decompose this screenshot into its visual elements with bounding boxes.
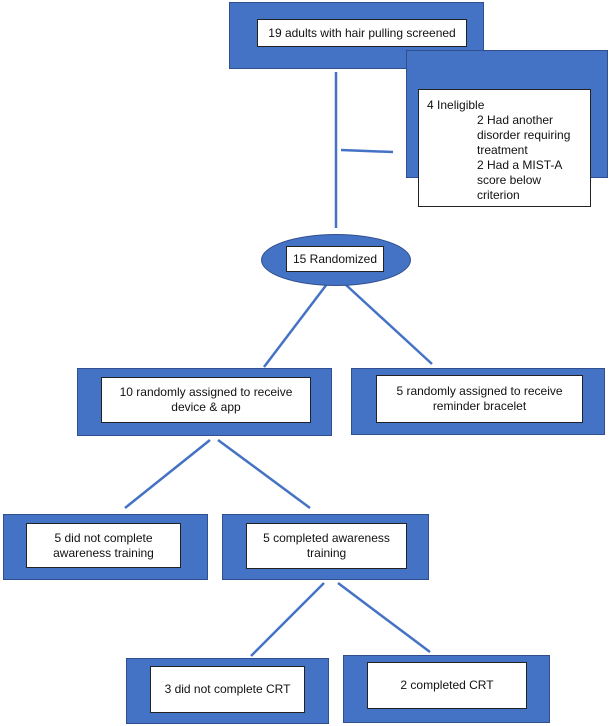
reminder-bracelet-arm-text: 5 randomly assigned to receive reminder …: [396, 384, 563, 413]
reminder-bracelet-arm-box: 5 randomly assigned to receive reminder …: [351, 368, 605, 435]
ineligible-box: 4 Ineligible 2 Had another disorder requ…: [406, 50, 608, 207]
randomized-label-box: 15 Randomized: [286, 246, 384, 272]
screened-label-box: 19 adults with hair pulling screened: [257, 19, 467, 47]
connector-device-to-completed-awareness: [217, 438, 311, 510]
completed-crt-box: 2 completed CRT: [343, 655, 550, 723]
randomized-ellipse: 15 Randomized: [261, 234, 411, 286]
completed-awareness-training-text: 5 completed awareness training: [263, 531, 390, 560]
reminder-bracelet-arm-label-box: 5 randomly assigned to receive reminder …: [376, 375, 583, 423]
device-app-arm-label-box: 10 randomly assigned to receive device &…: [101, 377, 311, 423]
no-awareness-training-box: 5 did not complete awareness training: [3, 514, 208, 580]
device-app-arm-box: 10 randomly assigned to receive device &…: [77, 368, 332, 436]
no-crt-box: 3 did not complete CRT: [126, 658, 329, 724]
ineligible-label-box: 4 Ineligible 2 Had another disorder requ…: [418, 89, 591, 207]
device-app-arm-text: 10 randomly assigned to receive device &…: [119, 385, 293, 414]
ineligible-item-other-disorder: 2 Had another disorder requiring treatme…: [477, 113, 571, 157]
completed-awareness-training-label-box: 5 completed awareness training: [246, 523, 407, 569]
connector-to-ineligible: [340, 148, 394, 154]
ineligible-item-mist-score: 2 Had a MIST-A score below criterion: [477, 158, 562, 202]
completed-crt-label-box: 2 completed CRT: [367, 662, 527, 709]
screened-box: 19 adults with hair pulling screened: [229, 2, 484, 69]
completed-crt-text: 2 completed CRT: [400, 678, 494, 692]
no-awareness-training-label-box: 5 did not complete awareness training: [26, 523, 181, 568]
connector-randomized-to-bracelet: [344, 283, 433, 365]
no-crt-text: 3 did not complete CRT: [164, 682, 291, 696]
no-crt-label-box: 3 did not complete CRT: [150, 666, 305, 713]
completed-awareness-training-box: 5 completed awareness training: [222, 514, 429, 580]
connector-awareness-to-completed-crt: [337, 582, 431, 653]
no-awareness-training-text: 5 did not complete awareness training: [53, 530, 154, 560]
connector-device-to-no-awareness: [124, 439, 211, 509]
ineligible-title: 4 Ineligible: [427, 98, 485, 112]
connector-awareness-to-no-crt: [250, 582, 325, 657]
screened-text: 19 adults with hair pulling screened: [268, 25, 456, 40]
connector-randomized-to-device: [263, 283, 328, 368]
randomized-text: 15 Randomized: [292, 251, 378, 266]
